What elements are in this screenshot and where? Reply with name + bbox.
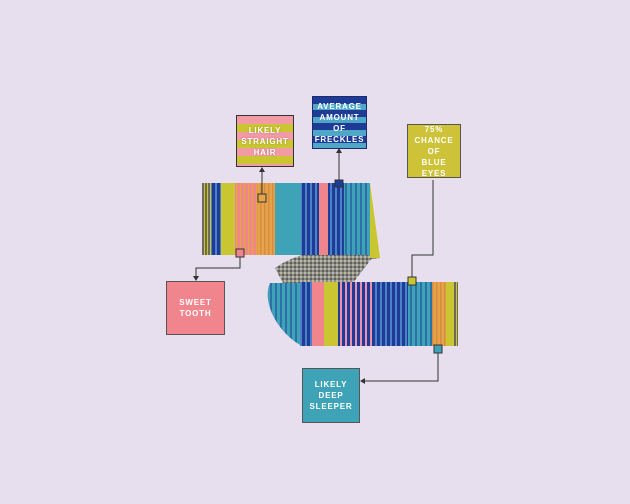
marker-tooth [235, 248, 245, 258]
label-line: SLEEPER [309, 402, 353, 411]
label-line: HAIR [253, 147, 277, 157]
marker-freckles [334, 179, 344, 188]
marker-eyes [407, 276, 417, 286]
label-sweet-tooth: SWEET TOOTH [166, 281, 225, 335]
label-line: LIKELY [314, 380, 348, 389]
scarf-upper-panel [202, 183, 380, 258]
label-line: LIKELY [248, 125, 282, 135]
label-line: STRAIGHT [241, 136, 289, 146]
label-line: CHANCE OF [414, 135, 454, 156]
label-line: DEEP [318, 391, 344, 400]
connector-sleeper [363, 350, 439, 382]
label-freckles: AVERAGE AMOUNT OF FRECKLES [312, 96, 367, 149]
connector-tooth [195, 257, 241, 278]
scarf-fold-lower [267, 283, 300, 345]
label-line: 75% [424, 124, 444, 134]
connector-eyes [411, 180, 434, 277]
scarf-fold-middle [275, 250, 372, 287]
label-line: TOOTH [179, 309, 212, 318]
label-line: OF [333, 123, 346, 133]
label-line: AVERAGE [317, 101, 362, 111]
label-line: SWEET [179, 298, 212, 307]
scarf-lower-panel [300, 282, 458, 346]
marker-sleeper [433, 344, 443, 354]
arrowheads [193, 148, 365, 384]
label-line: AMOUNT [319, 112, 360, 122]
label-line: BLUE EYES [421, 157, 447, 178]
connector-lines [195, 151, 439, 382]
label-line: FRECKLES [314, 134, 365, 144]
label-blue-eyes: 75% CHANCE OF BLUE EYES [407, 124, 461, 178]
label-straight-hair: LIKELY STRAIGHT HAIR [236, 115, 294, 167]
marker-hair [257, 193, 267, 203]
label-deep-sleeper: LIKELY DEEP SLEEPER [302, 368, 360, 423]
